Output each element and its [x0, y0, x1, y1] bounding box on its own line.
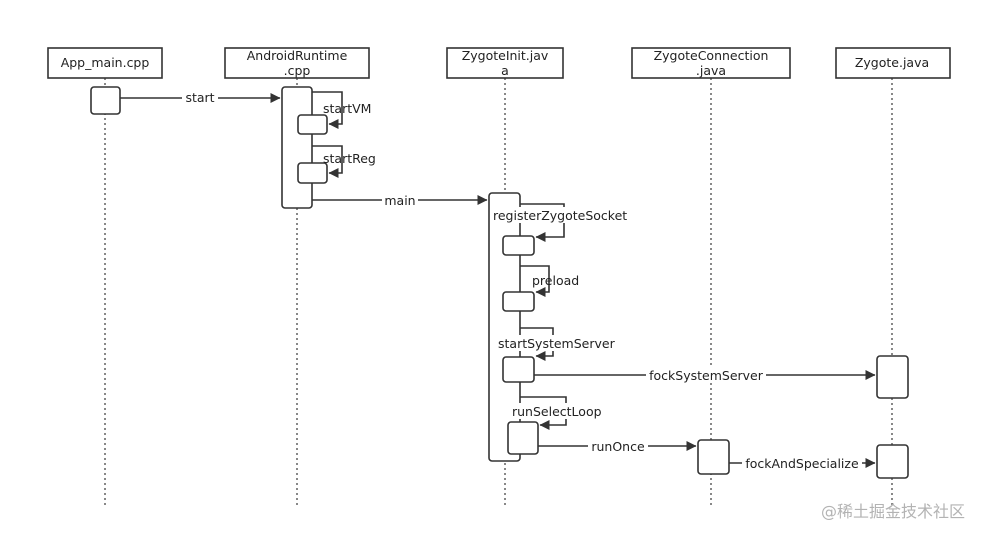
participant-zygote-connection: ZygoteConnection .java [631, 47, 791, 79]
label-background [496, 335, 617, 351]
participant-label: ZygoteConnection [654, 48, 769, 63]
activation-zygote-init [488, 192, 521, 462]
activation-run-select-loop [507, 421, 539, 455]
message-preload: preload [520, 265, 579, 297]
message-startvm-arrow [312, 91, 343, 129]
activation-zygote-connection [697, 439, 730, 475]
message-fock-and-specialize-label: fockAndSpecialize [745, 456, 859, 471]
message-startreg: startReg [312, 145, 376, 178]
label-background [491, 207, 635, 223]
activation-app-main [90, 86, 121, 115]
message-start-label: start [185, 90, 214, 105]
label-background [742, 455, 862, 471]
label-background [646, 367, 766, 383]
message-startreg-label: startReg [323, 151, 376, 166]
watermark-text: @稀土掘金技术社区 [821, 502, 965, 521]
message-run-once-label: runOnce [591, 439, 645, 454]
label-background [510, 403, 608, 419]
message-main: main [312, 192, 488, 208]
label-background [382, 192, 418, 208]
message-main-label: main [384, 193, 415, 208]
message-run-select-loop-label: runSelectLoop [512, 404, 602, 419]
message-startvm: startVM [312, 91, 371, 129]
message-start-system-server-label: startSystemServer [498, 336, 616, 351]
message-fock-system-server: fockSystemServer [534, 367, 876, 383]
activation-zygote-specialize [876, 444, 909, 479]
participant-label: .java [696, 63, 726, 78]
activation-startreg [297, 162, 328, 184]
participant-label: ZygoteInit.jav [462, 48, 549, 63]
message-fock-and-specialize: fockAndSpecialize [729, 455, 876, 471]
participant-label: a [501, 63, 509, 78]
message-startvm-label: startVM [323, 101, 371, 116]
participant-label: App_main.cpp [61, 55, 150, 70]
message-run-once: runOnce [538, 438, 697, 454]
activation-preload [502, 291, 535, 312]
participant-label: Zygote.java [855, 55, 929, 70]
activation-register-socket [502, 235, 535, 256]
message-run-select-loop: runSelectLoop [510, 396, 608, 430]
message-startreg-arrow [312, 145, 343, 178]
activation-startvm [297, 114, 328, 135]
label-background [588, 438, 648, 454]
activation-android-runtime [281, 86, 313, 209]
participant-label: .cpp [284, 63, 311, 78]
message-register-zygote-socket-label: registerZygoteSocket [493, 208, 627, 223]
participant-zygote-init: ZygoteInit.jav a [446, 47, 564, 79]
message-register-zygote-socket: registerZygoteSocket [491, 203, 635, 242]
participant-app-main: App_main.cpp [47, 47, 163, 79]
label-background [182, 90, 218, 106]
message-start: start [120, 90, 281, 106]
message-preload-arrow [520, 265, 550, 297]
activation-start-system-server [502, 356, 535, 383]
activation-zygote-system-server [876, 355, 909, 399]
message-preload-label: preload [532, 273, 579, 288]
participant-label: AndroidRuntime [247, 48, 348, 63]
message-fock-system-server-label: fockSystemServer [649, 368, 764, 383]
message-start-system-server: startSystemServer [496, 327, 617, 361]
participant-android-runtime: AndroidRuntime .cpp [224, 47, 370, 79]
participant-zygote: Zygote.java [835, 47, 951, 79]
